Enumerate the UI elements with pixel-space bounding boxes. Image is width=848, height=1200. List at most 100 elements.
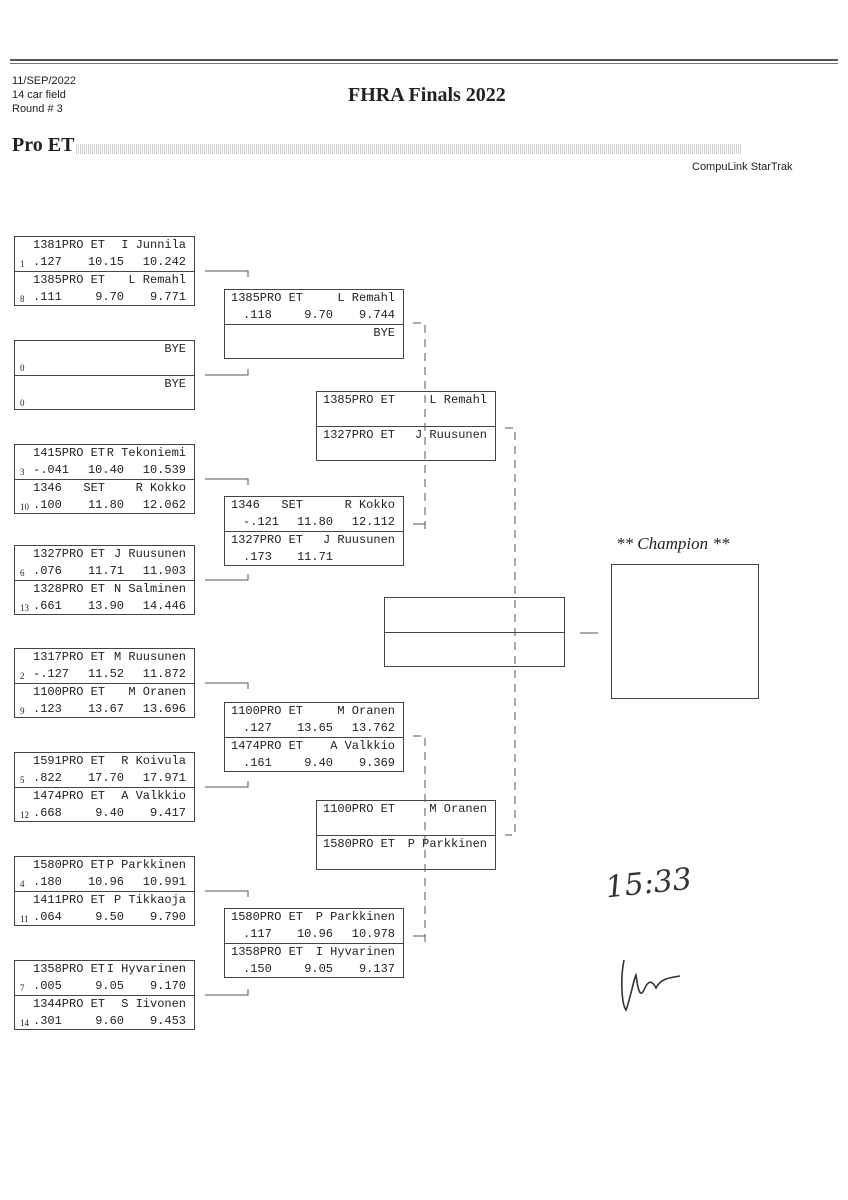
driver-name: P Parkkinen	[407, 837, 487, 851]
seed-number: 3	[20, 467, 25, 477]
dial-in: 9.05	[95, 979, 124, 993]
elapsed-time: 10.539	[142, 463, 186, 477]
connector-line	[205, 369, 249, 376]
elapsed-time: 12.112	[351, 515, 395, 529]
reaction-time: .111	[33, 290, 62, 304]
seed-number: 2	[20, 671, 25, 681]
seed-number: 4	[20, 879, 25, 889]
reaction-time: .127	[33, 255, 62, 269]
seed-number: 14	[20, 1018, 29, 1028]
connector-line	[205, 682, 249, 689]
car-class: 1358PRO ET	[231, 945, 304, 959]
elapsed-time: 10.978	[351, 927, 395, 941]
reaction-time: .668	[33, 806, 62, 820]
elapsed-time: 11.903	[142, 564, 186, 578]
title-fill-pattern	[76, 144, 742, 154]
reaction-time: .123	[33, 702, 62, 716]
elapsed-time: 17.971	[142, 771, 186, 785]
reaction-time: -.127	[33, 667, 70, 681]
driver-name: J Ruusunen	[414, 428, 487, 442]
car-class: 1317PRO ET	[33, 650, 106, 664]
driver-name: A Valkkio	[121, 789, 186, 803]
car-class: 1385PRO ET	[231, 291, 304, 305]
entry-result-row: 0	[15, 393, 194, 410]
seed-number: 8	[20, 294, 25, 304]
dial-in: 10.96	[296, 927, 333, 941]
entry-header-row: BYE	[15, 376, 194, 393]
driver-name: R Tekoniemi	[106, 446, 186, 460]
car-class: 1344PRO ET	[33, 997, 106, 1011]
connector-line	[205, 574, 249, 581]
dial-in: 9.40	[95, 806, 124, 820]
elapsed-time: 9.790	[149, 910, 186, 924]
field-size: 14 car field	[12, 89, 66, 101]
driver-name: J Ruusunen	[322, 533, 395, 547]
reaction-time: .161	[243, 756, 272, 770]
dial-in: 13.90	[87, 599, 124, 613]
driver-name: I Hyvarinen	[315, 945, 395, 959]
driver-name: A Valkkio	[330, 739, 395, 753]
reaction-time: .064	[33, 910, 62, 924]
dial-in: 9.40	[304, 756, 333, 770]
seed-number: 0	[20, 398, 25, 408]
entry-header-row: 1474PRO ET A Valkkio	[225, 738, 403, 755]
seed-number: 13	[20, 603, 29, 613]
seed-number: 5	[20, 775, 25, 785]
elapsed-time: 10.991	[142, 875, 186, 889]
car-class: 1415PRO ET	[33, 446, 106, 460]
elapsed-time: 9.417	[149, 806, 186, 820]
driver-name: I Hyvarinen	[106, 962, 186, 976]
signature-icon	[621, 959, 681, 1012]
reaction-time: .173	[243, 550, 272, 564]
event-info: 11/SEP/2022 14 car field Round # 3	[12, 74, 76, 116]
reaction-time: .822	[33, 771, 62, 785]
reaction-time: -.121	[243, 515, 280, 529]
reaction-time: .100	[33, 498, 62, 512]
dial-in: 13.67	[87, 702, 124, 716]
connector-line	[413, 322, 426, 530]
car-class: 1474PRO ET	[231, 739, 304, 753]
dial-in: 10.40	[87, 463, 124, 477]
connector-line	[205, 989, 249, 996]
car-class: 1580PRO ET	[323, 837, 396, 851]
entry-result-row: 0	[15, 358, 194, 375]
